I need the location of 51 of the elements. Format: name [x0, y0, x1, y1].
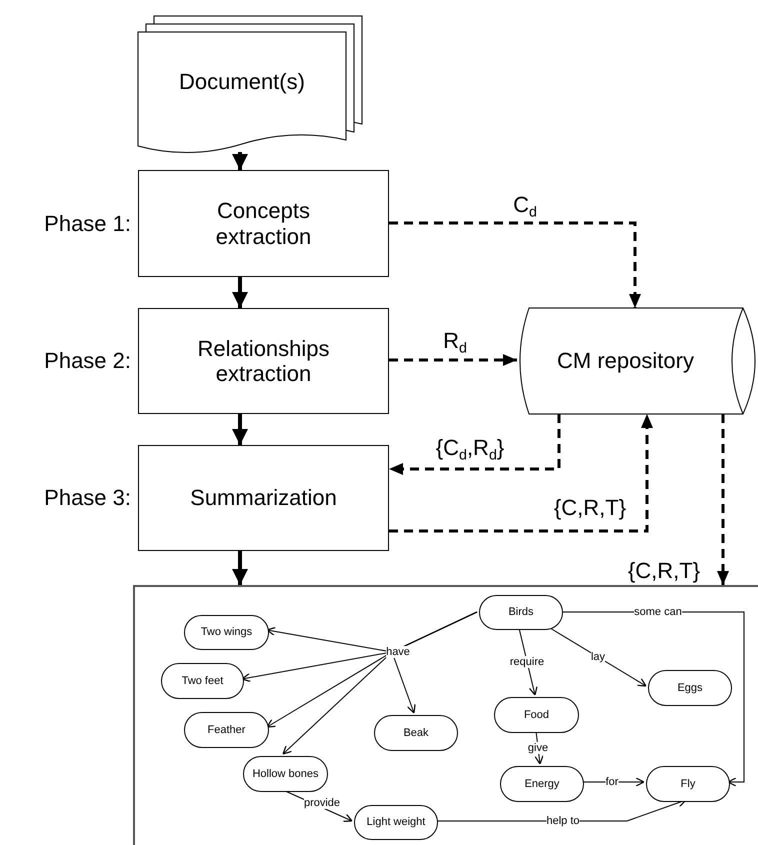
concept-label: Food: [524, 708, 550, 722]
concept-node: [500, 766, 584, 802]
box-label: Relationships extraction: [196, 336, 331, 386]
edge-label: require: [510, 656, 544, 668]
repository-cylinder: [517, 308, 758, 414]
edge-label: provide: [304, 796, 340, 810]
edge-label: give: [528, 742, 548, 754]
arrow: [389, 354, 517, 366]
document-stack: [138, 16, 362, 152]
concept-node: [374, 715, 458, 751]
arrow: [389, 414, 653, 532]
concept-label: Feather: [208, 724, 246, 736]
concept-node: [184, 615, 269, 650]
box-label: Summarization: [190, 485, 337, 511]
concept-label: Eggs: [677, 682, 703, 694]
arrow: [389, 414, 560, 475]
concept-node: [494, 697, 579, 733]
arrow: [391, 612, 478, 714]
arrow: [717, 414, 729, 585]
concept-node: [184, 712, 269, 748]
concept-node: [243, 756, 328, 792]
arrow: [232, 551, 248, 585]
arrow: [232, 152, 248, 170]
concept-label: Fly: [680, 778, 696, 790]
concept-node: [646, 766, 730, 802]
concept-label: Light weight: [366, 816, 426, 829]
edge-label: lay: [590, 650, 606, 664]
phase-label: Phase 1:: [44, 210, 131, 236]
box-label: CM repository: [557, 348, 694, 374]
phase-label: Phase 3:: [44, 485, 131, 511]
edge-label: have: [386, 646, 410, 658]
arrow: [232, 277, 248, 308]
concept-label: Beak: [403, 726, 429, 740]
concept-node: [479, 595, 563, 630]
concept-label: Energy: [524, 778, 560, 790]
concept-map-panel: [133, 585, 758, 845]
concept-label: Two feet: [182, 674, 224, 688]
box-label: Concepts extraction: [214, 198, 312, 249]
arrow: [550, 628, 647, 687]
edge-label: help to: [546, 814, 580, 828]
arrow: [232, 414, 248, 445]
phase-label: Phase 2:: [44, 348, 131, 374]
arrow: [389, 222, 641, 308]
concept-node: [161, 663, 244, 699]
concept-node: [648, 670, 732, 706]
concept-node: [354, 805, 438, 840]
edge-label: for: [606, 776, 618, 788]
concept-label: Birds: [508, 606, 534, 619]
concept-label: Hollow bones: [252, 768, 319, 780]
concept-label: Two wings: [200, 626, 252, 639]
box-label: Document(s): [179, 69, 305, 95]
